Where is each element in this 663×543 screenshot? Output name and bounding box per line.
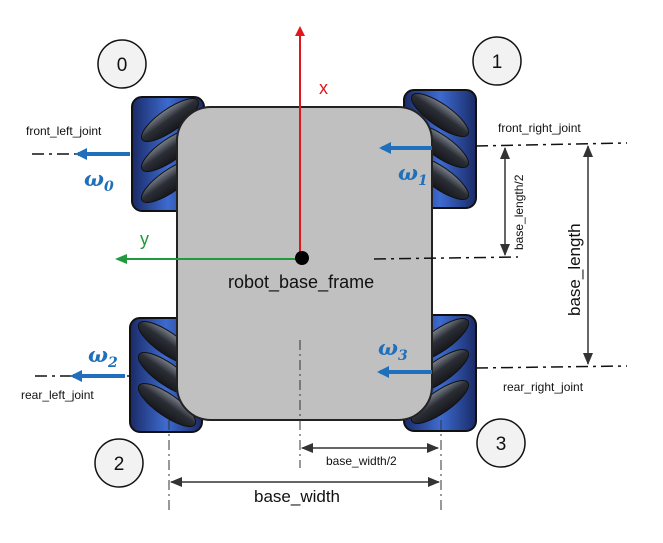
dim-width-label: base_width	[254, 487, 340, 506]
joint-label-front-right: front_right_joint	[498, 121, 581, 135]
wheel-number-3: 3	[476, 418, 526, 468]
svg-text:0: 0	[117, 55, 128, 76]
frame-origin	[295, 251, 309, 265]
wheel-number-1: 1	[472, 36, 522, 86]
y-axis-label: y	[140, 229, 149, 249]
x-axis-label: x	[319, 78, 328, 98]
svg-text:1: 1	[492, 52, 503, 73]
guide-lines	[168, 340, 442, 510]
svg-text:3: 3	[496, 434, 507, 455]
wheel-number-2: 2	[94, 438, 144, 488]
joint-label-rear-right: rear_right_joint	[503, 380, 584, 394]
omega-label-1: ω1	[398, 160, 428, 189]
joint-label-front-left: front_left_joint	[26, 124, 102, 138]
svg-text:2: 2	[114, 454, 125, 475]
omega-label-0: ω0	[84, 166, 114, 195]
dim-half-width-label: base_width/2	[326, 454, 397, 468]
dim-length-label: base_length	[565, 223, 584, 316]
omega-label-2: ω2	[88, 342, 118, 371]
dim-half-length-label: base_length/2	[512, 174, 526, 250]
omega-label-3: ω3	[378, 335, 408, 364]
frame-label: robot_base_frame	[228, 272, 374, 293]
wheel-number-0: 0	[97, 39, 147, 89]
joint-label-rear-left: rear_left_joint	[21, 388, 94, 402]
